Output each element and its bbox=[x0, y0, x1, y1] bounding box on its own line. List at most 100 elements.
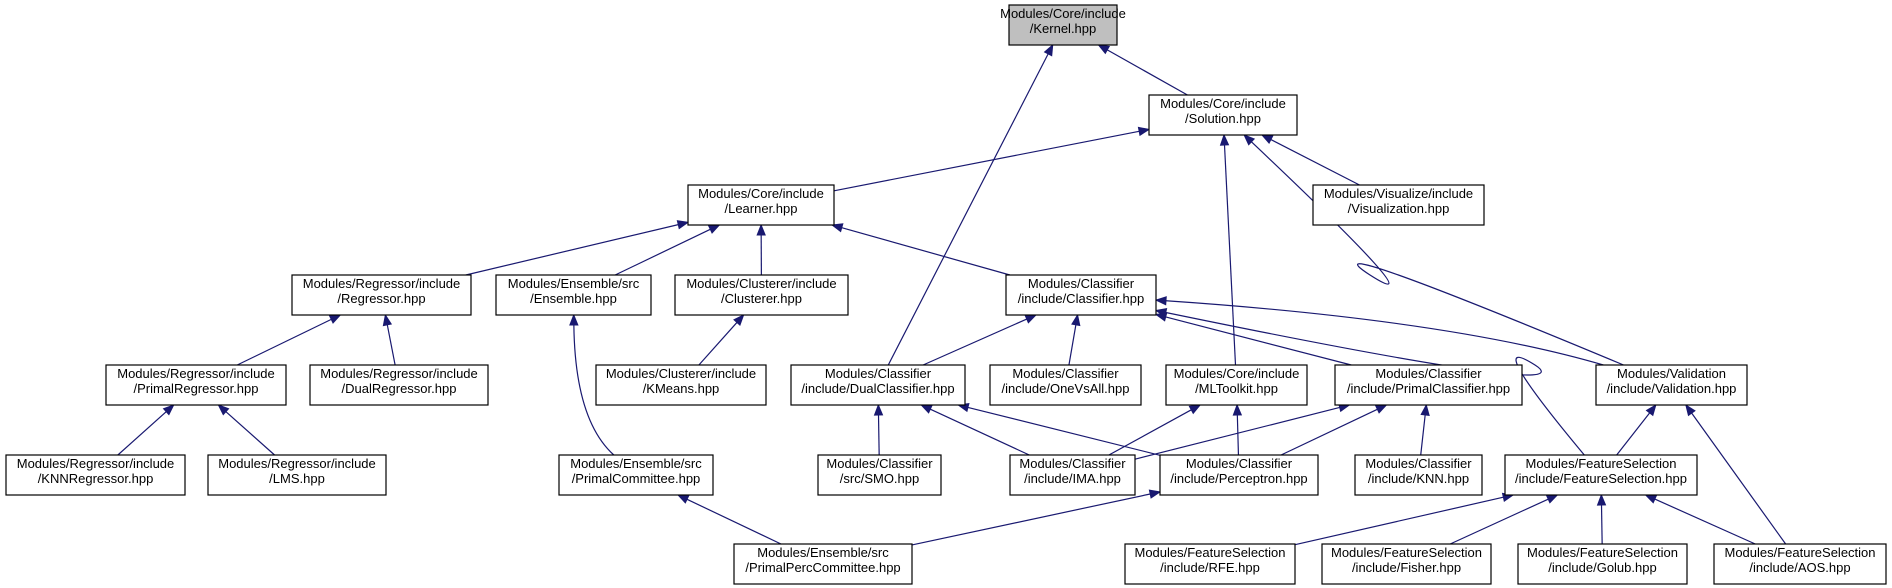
node-golub[interactable]: Modules/FeatureSelection/include/Golub.h… bbox=[1517, 543, 1688, 585]
node-dualclassifier[interactable]: Modules/Classifier/include/DualClassifie… bbox=[790, 364, 966, 406]
edge-perceptron-to-dualclassifier bbox=[967, 406, 1161, 456]
edge-primalperccommittee-to-primalcommittee bbox=[686, 498, 782, 545]
node-visualization[interactable]: Modules/Visualize/include/Visualization.… bbox=[1312, 184, 1485, 226]
arrowhead-golub-to-featureselection bbox=[1596, 493, 1607, 506]
node-mltoolkit[interactable]: Modules/Core/include/MLToolkit.hpp bbox=[1165, 364, 1308, 406]
node-validation[interactable]: Modules/Validation/include/Validation.hp… bbox=[1595, 364, 1748, 406]
node-box-smo[interactable] bbox=[817, 454, 942, 496]
node-onevsall[interactable]: Modules/Classifier/include/OneVsAll.hpp bbox=[989, 364, 1142, 406]
node-lms[interactable]: Modules/Regressor/include/LMS.hpp bbox=[207, 454, 387, 496]
arrowhead-clusterer-to-learner bbox=[756, 223, 766, 236]
node-box-dualclassifier[interactable] bbox=[790, 364, 966, 406]
node-regressor[interactable]: Modules/Regressor/include/Regressor.hpp bbox=[291, 274, 472, 316]
node-box-primalregressor[interactable] bbox=[105, 364, 287, 406]
node-dualregressor[interactable]: Modules/Regressor/include/DualRegressor.… bbox=[309, 364, 489, 406]
node-box-dualregressor[interactable] bbox=[309, 364, 489, 406]
node-label-dualregressor-line-2: /DualRegressor.hpp bbox=[342, 381, 457, 396]
arrowhead-onevsall-to-classifier bbox=[1071, 313, 1081, 327]
edge-validation-to-classifier bbox=[1165, 300, 1604, 366]
node-ensemble[interactable]: Modules/Ensemble/src/Ensemble.hpp bbox=[495, 274, 652, 316]
node-label-ensemble-line-2: /Ensemble.hpp bbox=[530, 291, 617, 306]
node-box-kernel[interactable] bbox=[1008, 4, 1118, 46]
arrowhead-perceptron-to-primalclassifier bbox=[1374, 404, 1388, 414]
arrowhead-validation-to-classifier bbox=[1154, 296, 1167, 306]
node-box-fisher[interactable] bbox=[1321, 543, 1492, 585]
edge-golub-to-featureselection bbox=[1600, 504, 1603, 545]
node-box-visualization[interactable] bbox=[1312, 184, 1485, 226]
node-box-aos[interactable] bbox=[1713, 543, 1887, 585]
node-box-featureselection[interactable] bbox=[1504, 454, 1698, 496]
edge-kmeans-to-clusterer bbox=[698, 322, 738, 366]
node-label-featureselection-line-1: Modules/FeatureSelection bbox=[1525, 456, 1676, 471]
node-label-primalcommittee-line-1: Modules/Ensemble/src bbox=[570, 456, 702, 471]
node-box-perceptron[interactable] bbox=[1159, 454, 1319, 496]
node-aos[interactable]: Modules/FeatureSelection/include/AOS.hpp bbox=[1713, 543, 1887, 585]
node-box-kmeans[interactable] bbox=[595, 364, 767, 406]
arrowhead-dualclassifier-to-kernel bbox=[1043, 43, 1054, 57]
edge-ima-to-dualclassifier bbox=[930, 408, 1030, 456]
node-kernel[interactable]: Modules/Core/include/Kernel.hpp bbox=[1000, 4, 1126, 46]
node-knn[interactable]: Modules/Classifier/include/KNN.hpp bbox=[1354, 454, 1483, 496]
node-primalperccommittee[interactable]: Modules/Ensemble/src/PrimalPercCommittee… bbox=[733, 543, 913, 585]
edge-primalregressor-to-regressor bbox=[236, 318, 332, 366]
node-box-rfe[interactable] bbox=[1124, 543, 1296, 585]
node-rfe[interactable]: Modules/FeatureSelection/include/RFE.hpp bbox=[1124, 543, 1296, 585]
node-label-knn-line-2: /include/KNN.hpp bbox=[1368, 471, 1469, 486]
arrowhead-primalperccommittee-to-primalcommittee bbox=[676, 494, 690, 504]
node-box-lms[interactable] bbox=[207, 454, 387, 496]
node-label-kmeans-line-2: /KMeans.hpp bbox=[643, 381, 720, 396]
node-box-primalcommittee[interactable] bbox=[558, 454, 714, 496]
edge-learner-to-solution bbox=[833, 130, 1140, 192]
arrowhead-primalcommittee-to-ensemble bbox=[569, 313, 579, 326]
arrowhead-learner-to-solution bbox=[1137, 126, 1151, 137]
node-box-primalperccommittee[interactable] bbox=[733, 543, 913, 585]
edge-regressor-to-learner bbox=[465, 224, 679, 276]
node-box-primalclassifier[interactable] bbox=[1334, 364, 1523, 406]
node-layer: Modules/Core/include/Kernel.hppModules/C… bbox=[5, 4, 1887, 585]
node-primalclassifier[interactable]: Modules/Classifier/include/PrimalClassif… bbox=[1334, 364, 1523, 406]
node-label-validation-line-1: Modules/Validation bbox=[1617, 366, 1726, 381]
node-smo[interactable]: Modules/Classifier/src/SMO.hpp bbox=[817, 454, 942, 496]
node-box-onevsall[interactable] bbox=[989, 364, 1142, 406]
node-box-learner[interactable] bbox=[687, 184, 835, 226]
arrowhead-classifier-to-learner bbox=[830, 223, 844, 233]
node-fisher[interactable]: Modules/FeatureSelection/include/Fisher.… bbox=[1321, 543, 1492, 585]
node-label-primalperccommittee-line-1: Modules/Ensemble/src bbox=[757, 545, 889, 560]
node-box-validation[interactable] bbox=[1595, 364, 1748, 406]
node-kmeans[interactable]: Modules/Clusterer/include/KMeans.hpp bbox=[595, 364, 767, 406]
node-label-onevsall-line-2: /include/OneVsAll.hpp bbox=[1002, 381, 1130, 396]
node-label-primalperccommittee-line-2: /PrimalPercCommittee.hpp bbox=[745, 560, 900, 575]
node-label-aos-line-1: Modules/FeatureSelection bbox=[1724, 545, 1875, 560]
node-knnregressor[interactable]: Modules/Regressor/include/KNNRegressor.h… bbox=[5, 454, 186, 496]
edge-featureselection-to-validation bbox=[1616, 412, 1651, 456]
node-box-mltoolkit[interactable] bbox=[1165, 364, 1308, 406]
node-classifier[interactable]: Modules/Classifier/include/Classifier.hp… bbox=[1005, 274, 1157, 316]
node-box-clusterer[interactable] bbox=[674, 274, 849, 316]
edge-onevsall-to-classifier bbox=[1068, 324, 1077, 366]
node-solution[interactable]: Modules/Core/include/Solution.hpp bbox=[1148, 94, 1298, 136]
node-box-knn[interactable] bbox=[1354, 454, 1483, 496]
arrowhead-lms-to-primalregressor bbox=[217, 404, 230, 416]
node-box-solution[interactable] bbox=[1148, 94, 1298, 136]
node-box-classifier[interactable] bbox=[1005, 274, 1157, 316]
node-perceptron[interactable]: Modules/Classifier/include/Perceptron.hp… bbox=[1159, 454, 1319, 496]
edge-validation-to-solution bbox=[1251, 141, 1624, 366]
node-box-regressor[interactable] bbox=[291, 274, 472, 316]
arrowhead-knnregressor-to-primalregressor bbox=[162, 404, 175, 416]
node-box-golub[interactable] bbox=[1517, 543, 1688, 585]
node-primalcommittee[interactable]: Modules/Ensemble/src/PrimalCommittee.hpp bbox=[558, 454, 714, 496]
node-ima[interactable]: Modules/Classifier/include/IMA.hpp bbox=[1009, 454, 1136, 496]
node-primalregressor[interactable]: Modules/Regressor/include/PrimalRegresso… bbox=[105, 364, 287, 406]
node-box-knnregressor[interactable] bbox=[5, 454, 186, 496]
node-featureselection[interactable]: Modules/FeatureSelection/include/Feature… bbox=[1504, 454, 1698, 496]
edge-dualregressor-to-regressor bbox=[386, 324, 396, 366]
node-label-mltoolkit-line-1: Modules/Core/include bbox=[1174, 366, 1300, 381]
node-label-learner-line-2: /Learner.hpp bbox=[724, 201, 797, 216]
node-box-ensemble[interactable] bbox=[495, 274, 652, 316]
node-clusterer[interactable]: Modules/Clusterer/include/Clusterer.hpp bbox=[674, 274, 849, 316]
node-learner[interactable]: Modules/Core/include/Learner.hpp bbox=[687, 184, 835, 226]
node-label-visualization-line-1: Modules/Visualize/include bbox=[1324, 186, 1473, 201]
node-label-primalcommittee-line-2: /PrimalCommittee.hpp bbox=[572, 471, 701, 486]
node-box-ima[interactable] bbox=[1009, 454, 1136, 496]
node-label-ensemble-line-1: Modules/Ensemble/src bbox=[508, 276, 640, 291]
